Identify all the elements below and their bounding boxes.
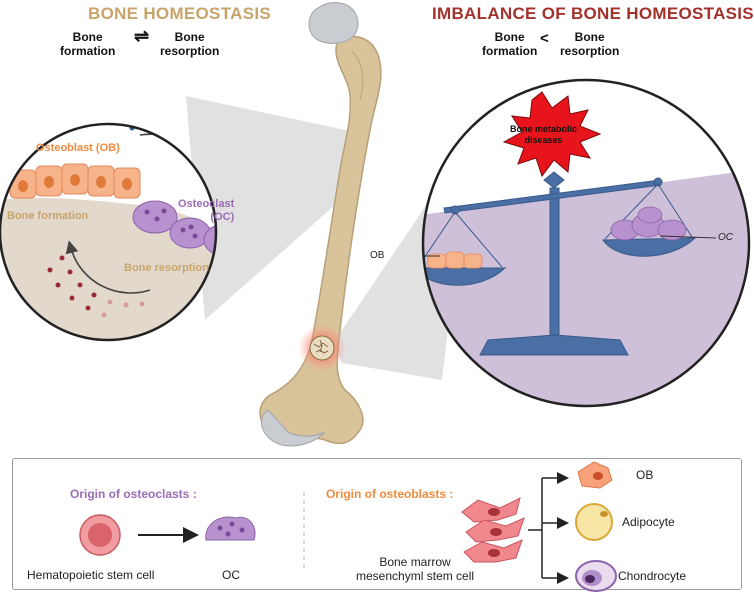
oc-label: OC bbox=[718, 232, 733, 243]
chondrocyte-label: Chondrocyte bbox=[618, 569, 687, 583]
cell-origin-panel bbox=[12, 458, 742, 590]
oc-cell bbox=[205, 516, 256, 541]
left-bone-resorption: Bone resorption bbox=[160, 30, 220, 58]
hsc-label: Hematopoietic stem cell bbox=[27, 568, 155, 582]
less-than-symbol: < bbox=[540, 30, 549, 47]
chondrocyte-cell bbox=[575, 560, 617, 592]
ob-label: OB bbox=[370, 250, 385, 261]
bone-metabolic-diseases-label: Bone metabolic diseases bbox=[510, 124, 578, 145]
left-bone-formation: Bone formation bbox=[60, 30, 116, 58]
explosion-shape bbox=[502, 91, 602, 178]
equilibrium-symbol: ⇌ bbox=[134, 26, 150, 46]
ob-cell bbox=[577, 461, 613, 489]
left-circle-border bbox=[0, 122, 218, 342]
bone-resorption-label: Bone resorption bbox=[124, 262, 209, 274]
zoom-wedge-left bbox=[186, 96, 355, 320]
right-bone-formation: Bone formation bbox=[482, 30, 538, 58]
osteoclast-label: Osteoclast (OC) bbox=[178, 198, 235, 223]
bone-formation-label: Bone formation bbox=[7, 210, 89, 222]
adipocyte-cell bbox=[575, 503, 613, 541]
red-dots bbox=[47, 255, 145, 318]
right-circle-border bbox=[421, 78, 751, 408]
right-zoom-circle bbox=[423, 80, 749, 406]
oc-cell-label: OC bbox=[222, 568, 240, 582]
hsc-cell bbox=[79, 514, 121, 556]
osteoclast-cells bbox=[132, 200, 216, 256]
adipocyte-label: Adipocyte bbox=[622, 515, 675, 529]
imbalance-title: IMBALANCE OF BONE HOMEOSTASIS bbox=[432, 4, 754, 23]
right-bone-resorption: Bone resorption bbox=[560, 30, 620, 58]
bone-homeostasis-title: BONE HOMEOSTASIS bbox=[88, 4, 272, 23]
ob-cell-label: OB bbox=[636, 468, 654, 482]
osteoblast-label: Osteoblast (OB) bbox=[36, 142, 120, 154]
origin-osteoblasts-label: Origin of osteoblasts : bbox=[326, 487, 454, 501]
balance-scale bbox=[423, 171, 697, 356]
origin-osteoclasts-label: Origin of osteoclasts : bbox=[70, 487, 197, 501]
msc-label: Bone marrow mesenchyml stem cell bbox=[356, 555, 475, 583]
femur-bone bbox=[259, 2, 382, 447]
